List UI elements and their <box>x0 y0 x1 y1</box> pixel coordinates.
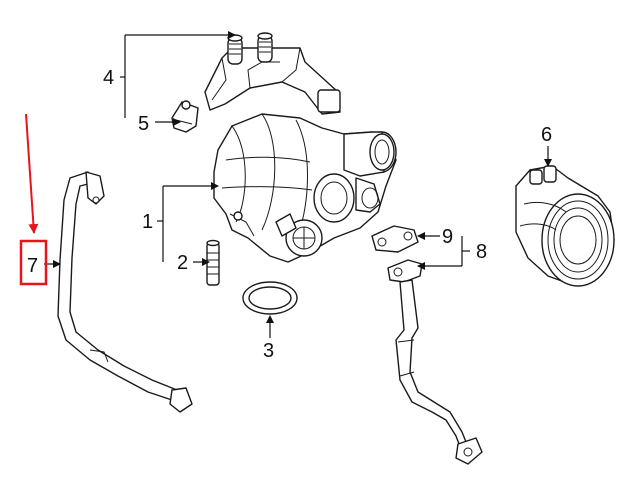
callout-3: 3 <box>263 340 274 362</box>
intake-pipe-part <box>515 165 615 287</box>
callout-8: 8 <box>476 241 487 263</box>
highlight-arrow <box>25 113 39 234</box>
callout-9: 9 <box>442 226 453 248</box>
callout-1: 1 <box>142 211 153 233</box>
callout-5: 5 <box>138 113 149 135</box>
flange-gasket-part <box>371 225 419 253</box>
callout-6: 6 <box>541 124 552 146</box>
gasket-ring-part <box>242 281 298 315</box>
bracket-part <box>204 32 341 115</box>
hose-part <box>57 171 193 413</box>
highlight-box <box>19 239 48 286</box>
callout-2: 2 <box>177 252 188 274</box>
turbocharger-part <box>213 113 397 263</box>
callout-4: 4 <box>103 67 114 89</box>
stud-part <box>206 239 220 286</box>
clip-part <box>171 100 199 133</box>
oil-return-line-part <box>387 259 483 465</box>
callout-7: 7 <box>27 255 38 277</box>
